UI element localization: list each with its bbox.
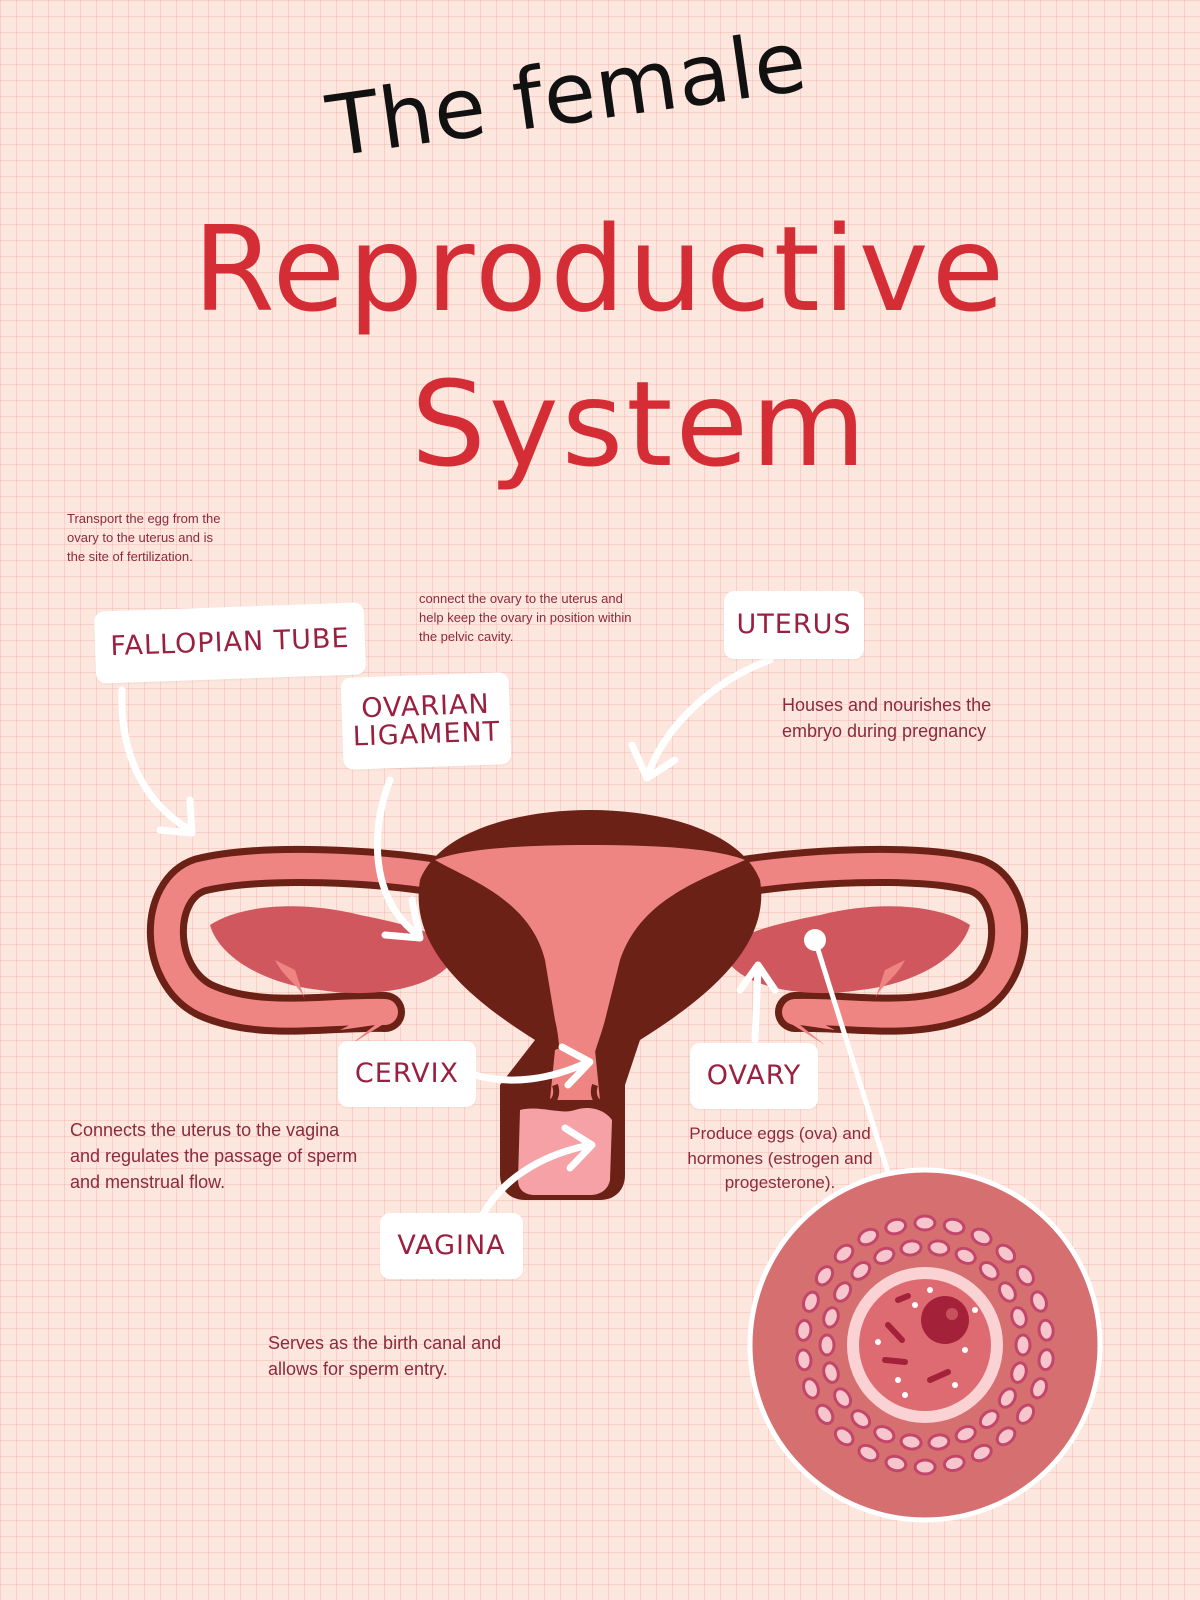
follicle-cell xyxy=(1010,1361,1028,1384)
ovary-right xyxy=(725,906,970,994)
arrow-ovarian-ligament xyxy=(374,776,422,939)
follicle-cell xyxy=(857,1227,880,1247)
follicle-cell xyxy=(942,1454,966,1473)
ovary-left xyxy=(210,906,455,994)
follicle-cell xyxy=(833,1387,853,1409)
follicle-cell xyxy=(1037,1348,1055,1372)
follicle-cell xyxy=(913,1214,937,1232)
follicle-cell xyxy=(899,1433,923,1451)
follicle-cell xyxy=(942,1217,966,1236)
follicle-cell xyxy=(795,1348,813,1372)
follicle-cell xyxy=(857,1443,880,1463)
follicle-cell xyxy=(954,1424,977,1444)
follicle-cell xyxy=(850,1409,872,1430)
follicle-cell xyxy=(795,1318,813,1342)
egg-cytoplasm xyxy=(859,1279,991,1411)
follicle-cell xyxy=(970,1227,993,1247)
follicle-cell xyxy=(884,1217,908,1236)
follicle-cell xyxy=(927,1239,951,1257)
follicle-cell xyxy=(899,1239,923,1257)
follicle-cell xyxy=(978,1260,1000,1281)
label-ovary: OVARY xyxy=(690,1043,818,1109)
label-vagina: VAGINA xyxy=(380,1213,523,1279)
follicle-cell xyxy=(814,1265,835,1287)
follicle-cell xyxy=(833,1426,855,1447)
follicle-cell xyxy=(1015,1403,1036,1425)
desc-cervix: Connects the uterus to the vagina and re… xyxy=(70,1120,358,1193)
follicle-cell xyxy=(884,1454,908,1473)
follicle-cell xyxy=(1015,1264,1035,1287)
follicle-cell xyxy=(815,1403,835,1426)
follicle-cell xyxy=(873,1246,896,1266)
follicle-cell xyxy=(978,1409,1000,1430)
follicle-cell xyxy=(802,1377,820,1400)
zoom-line xyxy=(812,937,895,1188)
title-line-3: System xyxy=(410,355,870,493)
label-ovarian-ligament: OVARIAN LIGAMENT xyxy=(340,672,512,770)
follicle-cell xyxy=(833,1281,853,1303)
arrow-fallopian-tube xyxy=(118,686,194,834)
label-fallopian-tube: FALLOPIAN TUBE xyxy=(93,602,367,684)
desc-uterus: Houses and nourishes the embryo during p… xyxy=(782,695,992,742)
follicle-cell xyxy=(995,1243,1017,1264)
follicle-cell xyxy=(822,1306,840,1329)
label-cervix: CERVIX xyxy=(338,1041,476,1107)
follicle-cell xyxy=(913,1458,937,1476)
follicle-cell xyxy=(970,1443,993,1463)
follicle-cell xyxy=(1030,1377,1049,1400)
arrow-uterus xyxy=(644,656,774,779)
desc-ovarian-ligament: connect the ovary to the uterus and help… xyxy=(419,591,632,644)
title-line-2: Reproductive xyxy=(192,200,1008,338)
follicle-cell xyxy=(873,1424,896,1444)
follicle-cell xyxy=(822,1361,840,1384)
follicle-cell xyxy=(1030,1290,1048,1313)
follicle-cell xyxy=(850,1260,872,1281)
follicle-cells xyxy=(795,1214,1055,1476)
uterus xyxy=(435,845,745,1080)
follicle-cell xyxy=(801,1290,820,1313)
ovary-marker-dot xyxy=(804,929,826,951)
follicle-cell xyxy=(818,1333,836,1357)
follicle-cell xyxy=(997,1281,1017,1303)
follicle-cell xyxy=(1010,1306,1028,1329)
desc-vagina: Serves as the birth canal and allows for… xyxy=(268,1333,502,1380)
desc-fallopian-tube: Transport the egg from the ovary to the … xyxy=(67,511,221,564)
desc-ovary: Produce eggs (ova) and hormones (estroge… xyxy=(687,1124,873,1193)
arrow-cervix xyxy=(471,1058,592,1084)
follicle-cell xyxy=(833,1243,855,1264)
follicle-cell xyxy=(997,1387,1017,1409)
label-ovarian-ligament-line2: LIGAMENT xyxy=(352,716,501,753)
label-uterus: UTERUS xyxy=(724,591,864,659)
arrow-vagina xyxy=(476,1141,594,1224)
egg-nucleus xyxy=(921,1296,969,1344)
follicle-cell xyxy=(927,1433,951,1451)
arrow-ovary xyxy=(751,964,762,1044)
follicle-cell xyxy=(954,1246,977,1266)
follicle-cell xyxy=(1037,1318,1055,1342)
follicle-cell xyxy=(1014,1333,1032,1357)
follicle-cell xyxy=(995,1426,1017,1447)
